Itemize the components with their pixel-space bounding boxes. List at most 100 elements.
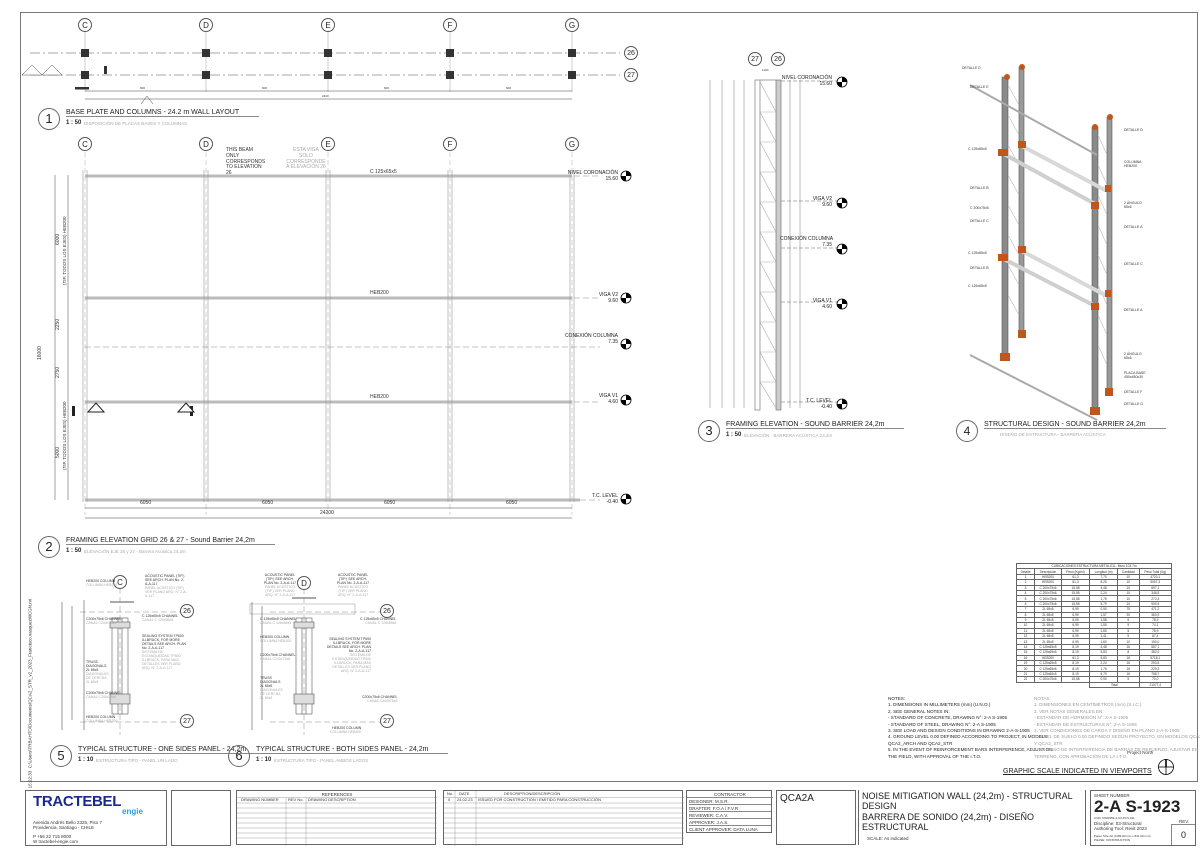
company-logo: TRACTEBEL: [33, 793, 122, 810]
view-number: 2: [38, 536, 60, 558]
view-title: STRUCTURAL DESIGN - SOUND BARRIER 24,2m: [984, 421, 1166, 429]
view-subtitle: ELEVACIÓN - BARRERA ACÚSTICA 24,2m: [744, 433, 833, 438]
mid-beam-label: HEB200: [370, 290, 389, 296]
view-title: TYPICAL STRUCTURE - ONE SIDES PANEL - 24…: [78, 746, 267, 754]
grid-bubble-c: C: [78, 18, 92, 32]
total-label: Total: [1089, 681, 1140, 689]
view-scale: 1 : 50: [726, 432, 742, 438]
view-title: TYPICAL STRUCTURE - BOTH SIDES PANEL - 2…: [256, 746, 449, 754]
designer: DESIGNER: M.S.R.: [689, 799, 771, 806]
note-line: 4. NIVEL DE SUELO 0.00 DEFINIDO SEGÚN PR…: [1034, 734, 1200, 740]
view-scale: 1 : 50: [66, 548, 82, 554]
references-grid: [237, 797, 437, 846]
view-4-isometric-drawing: [969, 64, 1113, 421]
grid-bubble-c: C: [78, 137, 92, 151]
project-code: QCA2A: [780, 793, 814, 804]
horiz-dim: 6050: [140, 500, 152, 506]
sheet-number: 2-A S-1923: [1094, 797, 1181, 816]
view-subtitle: ESTRUCTURA TIPO - PANEL AMBOS LADOS: [274, 758, 369, 763]
company-block: TRACTEBEL engie Avenida Andrés Bello 232…: [25, 790, 167, 846]
notes-spanish: NOTAS: 1. DIMENSIONES EN CENTÍMETROS (mm…: [1034, 696, 1200, 760]
grid-bubble-g: G: [565, 18, 579, 32]
view-scale: 1 : 10: [256, 757, 272, 763]
view-1-grid-drawing: [21, 32, 620, 105]
note-line: - ESTANDAR DE HORMIGÓN N°: 2-A S-1905: [1034, 715, 1129, 721]
view-title: FRAMING ELEVATION - SOUND BARRIER 24,2m: [726, 421, 905, 429]
grid-bubble-d: D: [297, 576, 311, 590]
grid-bubble-27: 27: [748, 52, 762, 66]
grid-bubble-26: 26: [380, 604, 394, 618]
note-line: - ESTANDAR DE ESTRUCTURAS N°: 2-A S-1905: [1034, 721, 1137, 727]
callout-sealing: SEALING SYSTEM TP600 ILLBRUCK, FOR MORE …: [142, 634, 187, 671]
ref-col-rev: REV No.: [288, 797, 304, 802]
view-number: 4: [956, 420, 978, 442]
references-block: REFERENCES DRAWING NUMBER REV No. DRAWIN…: [236, 790, 437, 846]
top-beam-label: C 125x65x5: [370, 169, 397, 175]
callout-sealing: SEALING SYSTEM TP600 ILLBRUCK, FOR MORE …: [326, 637, 371, 674]
total-value: 21077,4: [1138, 681, 1173, 689]
phase: PHASE: CONSTRUCTION: [1094, 838, 1131, 842]
drawing-title-es: BARRERA DE SONIDO (24,2m) - DISEÑO ESTRU…: [862, 812, 1035, 832]
revisions-grid: [444, 791, 684, 846]
contractor-block: CONTRACTOR DESIGNER: M.S.R. DRAFTER: F.O…: [686, 790, 773, 833]
horiz-total-dim: 24200: [320, 510, 334, 516]
label-detalle-a: DETALLE A: [1124, 308, 1143, 312]
grid-bubble-d: D: [199, 18, 213, 32]
grid-bubble-26: 26: [771, 52, 785, 66]
vert-dim: 2750: [55, 366, 61, 378]
ref-col-drawing-number: DRAWING NUMBER: [241, 797, 279, 802]
rev-row-no: 0: [448, 797, 451, 802]
view-subtitle: ESTRUCTURA TIPO - PANEL UN LADO: [96, 758, 178, 763]
label-detalle-c: DETALLE C: [970, 219, 989, 223]
document-code: COD: P020959-4-CV-PLN-011: [1094, 816, 1135, 820]
company-sub-logo: engie: [122, 807, 143, 816]
rev-row-description: ISSUED FOR CONSTRUCTION / EMITIDO PARA C…: [478, 797, 602, 802]
view-subtitle: DISPOSICIÓN DE PLACAS BASES Y COLUMNAS: [84, 121, 188, 126]
rev-label: REV.: [1179, 819, 1190, 824]
level-marker-icons: [620, 170, 632, 505]
label-c125: C 125x65x5: [968, 251, 987, 255]
vert-total-dim: 16000: [37, 346, 43, 360]
notes-english: NOTES: 1. DIMENSIONS IN MILLIMETERS (mm)…: [888, 696, 1053, 759]
label-detalle-c: DETALLE C: [1124, 262, 1143, 266]
blank-block: [171, 790, 231, 846]
note-line: QCA2_ARCH AND QCA2_STR: [888, 740, 953, 746]
reviewer: REVIEWER: C.A.V.: [689, 813, 771, 820]
graphic-scale-note: GRAPHIC SCALE INDICATED IN VIEWPORTS: [1003, 768, 1152, 775]
grid-bubble-g: G: [565, 137, 579, 151]
grid-bubble-f: F: [443, 18, 457, 32]
view-subtitle: ELEVACIÓN EJE 26 y 27 - Barrera Acústica…: [84, 549, 186, 554]
grid-bubble-27: 27: [180, 714, 194, 728]
view-2-elevation-drawing: [54, 152, 600, 519]
label-c200: C 200x75x6: [970, 206, 989, 210]
north-arrow-icon: [1158, 759, 1174, 775]
view-scale: 1 : 10: [78, 757, 94, 763]
rev-row-date: 24.02.23: [457, 797, 473, 802]
label-placa-base: PLACA BASE 450x450x30: [1124, 371, 1146, 380]
vert-dim: 6000: [55, 233, 61, 245]
view-subtitle: DISEÑO DE ESTRUCTURA - BARRERA ACÚSTICA: [1000, 432, 1106, 437]
view-3-truss-drawing: [709, 79, 840, 411]
level-tc: T.C. LEVEL-0.40: [592, 493, 618, 505]
beam-note-en: THIS BEAM ONLY CORRESPONDS TO ELEVATION …: [226, 147, 266, 176]
grid-bubble-26: 26: [180, 604, 194, 618]
callout-acoustic-panel: ACOUSTIC PANEL (TIP.) SEE ARCH. PLAN No.…: [145, 574, 187, 599]
